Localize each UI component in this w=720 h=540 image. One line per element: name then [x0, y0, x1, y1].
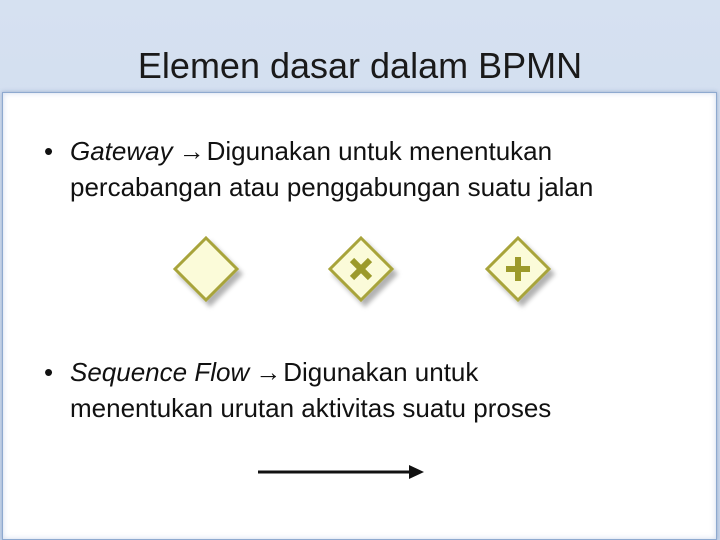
arrow-right-icon: →: [178, 136, 205, 166]
arrow-right-icon: →: [255, 357, 282, 387]
bullet-text: Sequence Flow→Digunakan untuk menentukan…: [70, 354, 670, 426]
sequence-desc-line1: Digunakan untuk: [283, 357, 479, 387]
gateway-desc-line1: Digunakan untuk menentukan: [206, 136, 553, 166]
slide-title: Elemen dasar dalam BPMN: [137, 45, 583, 86]
term-gateway: Gateway: [70, 136, 173, 166]
gateway-plus-icon: [484, 235, 552, 303]
content-panel: [2, 92, 717, 540]
gateway-desc-line2: percabangan atau penggabungan suatu jala…: [70, 172, 594, 202]
title-band: Elemen dasar dalam BPMN: [0, 0, 720, 92]
term-sequence-flow: Sequence Flow: [70, 357, 250, 387]
gateway-empty-icon: [172, 235, 240, 303]
bullet-dot: •: [44, 357, 54, 387]
sequence-flow-arrow-icon: [258, 465, 424, 479]
bullet-text: Gateway→Digunakan untuk menentukan perca…: [70, 133, 670, 205]
sequence-desc-line2: menentukan urutan aktivitas suatu proses: [70, 393, 552, 423]
bullet-dot: •: [44, 136, 54, 166]
gateway-x-icon: [327, 235, 395, 303]
